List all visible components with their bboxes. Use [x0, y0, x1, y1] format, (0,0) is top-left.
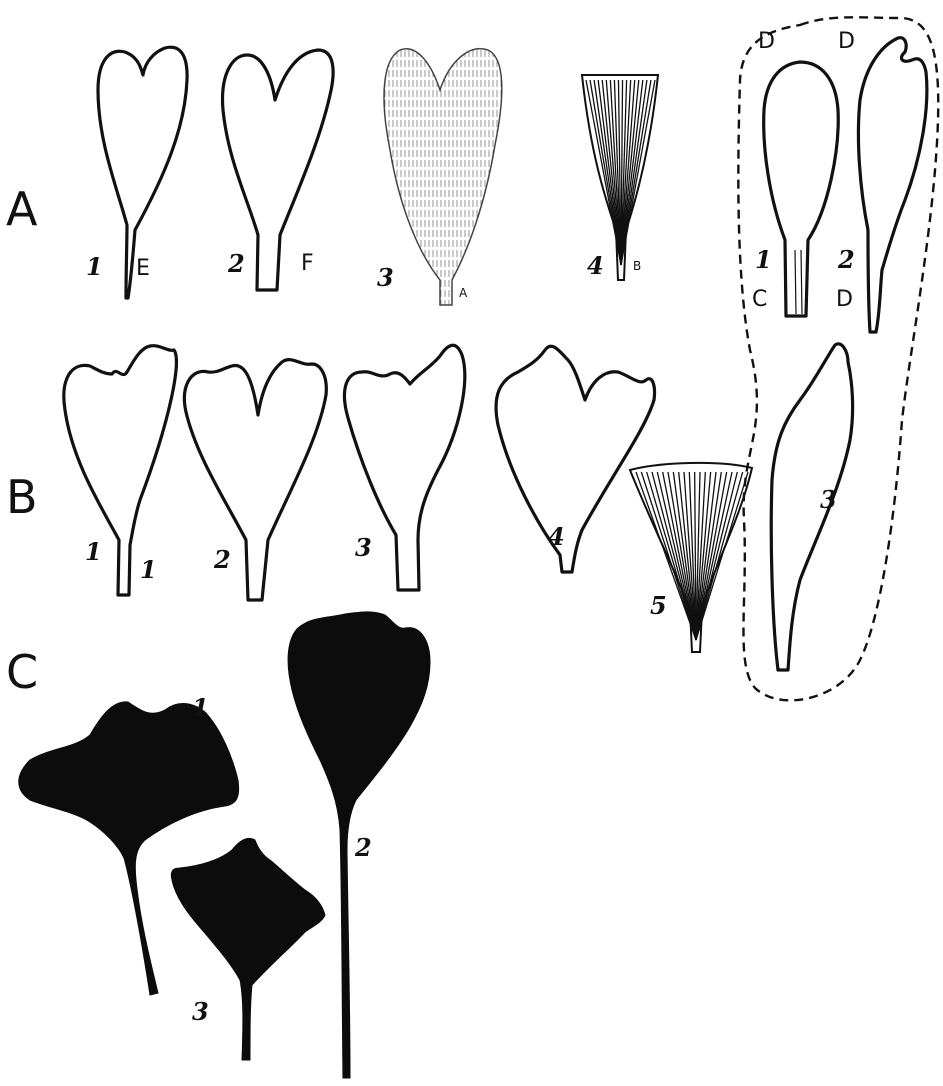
leaf-a3 [384, 49, 502, 305]
leaf-d1-tag: C [752, 287, 767, 312]
leaf-d2-tag: D [836, 287, 853, 312]
leaf-d2-number: 2 [837, 245, 855, 274]
leaf-b2 [184, 360, 326, 600]
leaf-a1-number: 1 [86, 252, 103, 281]
leaf-a2-number: 2 [227, 249, 245, 278]
leaf-a3-number: 3 [377, 263, 394, 292]
leaf-a1-tag: E [136, 256, 150, 281]
leaf-d3-number: 3 [820, 485, 837, 514]
leaf-a2-tag: F [301, 251, 314, 276]
leaf-c3-number: 3 [192, 997, 209, 1026]
leaf-a3-tag: A [459, 286, 468, 300]
leaf-b5-number: 5 [650, 591, 667, 620]
leaf-a4-number: 4 [587, 251, 604, 280]
leaf-a4-tag: B [633, 259, 641, 273]
leaf-a4-fan [582, 75, 658, 280]
row-label-c: C [6, 645, 38, 699]
leaf-d1 [764, 62, 839, 316]
leaf-b1-extra: 1 [140, 555, 157, 584]
leaf-b1-number: 1 [85, 537, 102, 566]
dashed-group-top-tag-1: D [758, 29, 775, 54]
leaf-b1 [64, 346, 177, 595]
leaf-c3 [171, 838, 325, 1060]
dashed-group-top-tag-2: D [838, 29, 855, 54]
row-label-a: A [6, 182, 38, 236]
leaf-b5-fan [630, 463, 752, 652]
leaf-d2 [858, 38, 926, 332]
leaf-b4-number: 4 [548, 522, 565, 551]
leaf-b3-number: 3 [355, 533, 372, 562]
leaf-b4 [496, 346, 654, 572]
leaf-d3 [771, 344, 852, 670]
leaf-c1-number: 1 [192, 693, 209, 722]
leaf-c2-number: 2 [354, 833, 372, 862]
leaf-d1-number: 1 [755, 245, 772, 274]
leaf-c1 [19, 702, 239, 995]
leaf-b2-number: 2 [213, 545, 231, 574]
row-label-b: B [6, 470, 38, 524]
